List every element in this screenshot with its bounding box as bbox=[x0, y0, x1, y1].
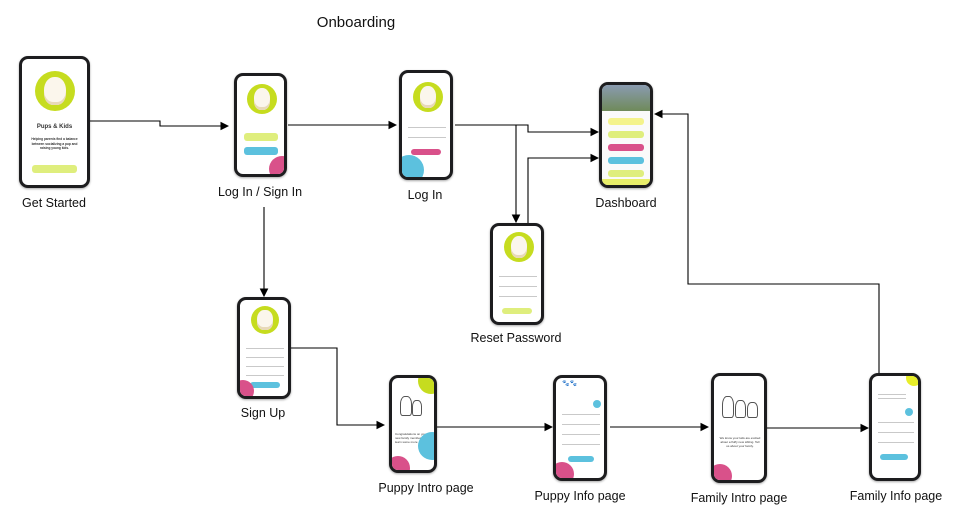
kid-sketch-icon bbox=[735, 400, 746, 418]
blue-decor-bubble bbox=[402, 155, 424, 177]
label-get-started: Get Started bbox=[22, 196, 86, 210]
blue-decor-dot bbox=[593, 400, 601, 408]
signup-submit-button[interactable] bbox=[250, 382, 280, 388]
dog-logo-icon bbox=[504, 232, 534, 262]
arrow-reset-to-dashboard bbox=[527, 153, 600, 226]
phone-reset-password bbox=[490, 223, 544, 325]
label-login-signup: Log In / Sign In bbox=[217, 185, 303, 199]
dashboard-item-5[interactable] bbox=[608, 170, 644, 177]
dog-logo-icon bbox=[251, 306, 279, 334]
phone-sign-up bbox=[237, 297, 291, 399]
tagline: Helping parents find a balance between s… bbox=[31, 137, 78, 150]
dog-logo-icon bbox=[35, 71, 75, 111]
signup-button[interactable] bbox=[244, 147, 278, 155]
brand-name: Pups & Kids bbox=[36, 124, 73, 130]
reset-button[interactable] bbox=[502, 308, 532, 314]
dog-logo-icon bbox=[247, 84, 277, 114]
dashboard-item-4[interactable] bbox=[608, 157, 644, 164]
phone-family-intro: We know your kids are excited about a fl… bbox=[711, 373, 767, 483]
label-sign-up: Sign Up bbox=[240, 406, 286, 420]
arrow-familyinfo-to-dashboard bbox=[653, 109, 880, 374]
puppy-intro-text: Congratulations on your new family membe… bbox=[395, 432, 429, 444]
login-submit-button[interactable] bbox=[411, 149, 441, 155]
pink-decor-bubble bbox=[392, 456, 410, 470]
label-puppy-intro: Puppy Intro page bbox=[378, 481, 474, 495]
puppy-info-next-button[interactable] bbox=[568, 456, 594, 462]
child-sketch-icon bbox=[412, 400, 422, 416]
arrow-getstarted-to-loginsignup bbox=[90, 120, 230, 131]
pink-decor-bubble bbox=[556, 462, 574, 478]
phone-get-started: Pups & Kids Helping parents find a balan… bbox=[19, 56, 90, 188]
dashboard-item-3[interactable] bbox=[608, 144, 644, 151]
parent-sketch-icon bbox=[722, 396, 734, 418]
blue-decor-dot bbox=[905, 408, 913, 416]
dashboard-item-1[interactable] bbox=[608, 118, 644, 125]
login-button[interactable] bbox=[244, 133, 278, 141]
family-sketch-icon bbox=[400, 396, 412, 416]
dog-logo-icon bbox=[413, 82, 443, 112]
label-dashboard: Dashboard bbox=[595, 196, 657, 210]
arrow-login-to-dashboard bbox=[455, 124, 600, 137]
phone-dashboard bbox=[599, 82, 653, 188]
label-family-info: Family Info page bbox=[849, 489, 943, 503]
dashboard-item-2[interactable] bbox=[608, 131, 644, 138]
blue-decor-bubble bbox=[418, 432, 434, 460]
diagram-title: Onboarding bbox=[316, 14, 396, 31]
label-family-intro: Family Intro page bbox=[690, 491, 788, 505]
label-reset-password: Reset Password bbox=[470, 331, 562, 345]
pink-decor-bubble bbox=[269, 156, 284, 174]
label-puppy-info: Puppy Info page bbox=[534, 489, 626, 503]
label-login: Log In bbox=[407, 188, 443, 202]
pink-decor-bubble bbox=[714, 464, 732, 480]
family-info-next-button[interactable] bbox=[880, 454, 908, 460]
family-intro-text: We know your kids are excited about a fl… bbox=[719, 436, 761, 448]
phone-login-signup bbox=[234, 73, 287, 177]
phone-family-info bbox=[869, 373, 921, 481]
phone-puppy-info: 🐾🐾 bbox=[553, 375, 607, 481]
yellow-decor-bubble bbox=[906, 376, 918, 386]
phone-puppy-intro: Congratulations on your new family membe… bbox=[389, 375, 437, 473]
paw-prints-icon: 🐾🐾 bbox=[562, 381, 577, 387]
kid2-sketch-icon bbox=[747, 402, 758, 418]
lime-decor-bubble bbox=[418, 378, 434, 394]
pink-decor-bubble bbox=[240, 380, 254, 396]
get-started-button[interactable] bbox=[32, 165, 77, 173]
dashboard-tabbar bbox=[602, 179, 650, 185]
arrow-signup-to-puppyintro bbox=[291, 347, 386, 430]
phone-login bbox=[399, 70, 453, 180]
dashboard-photo bbox=[602, 85, 650, 111]
